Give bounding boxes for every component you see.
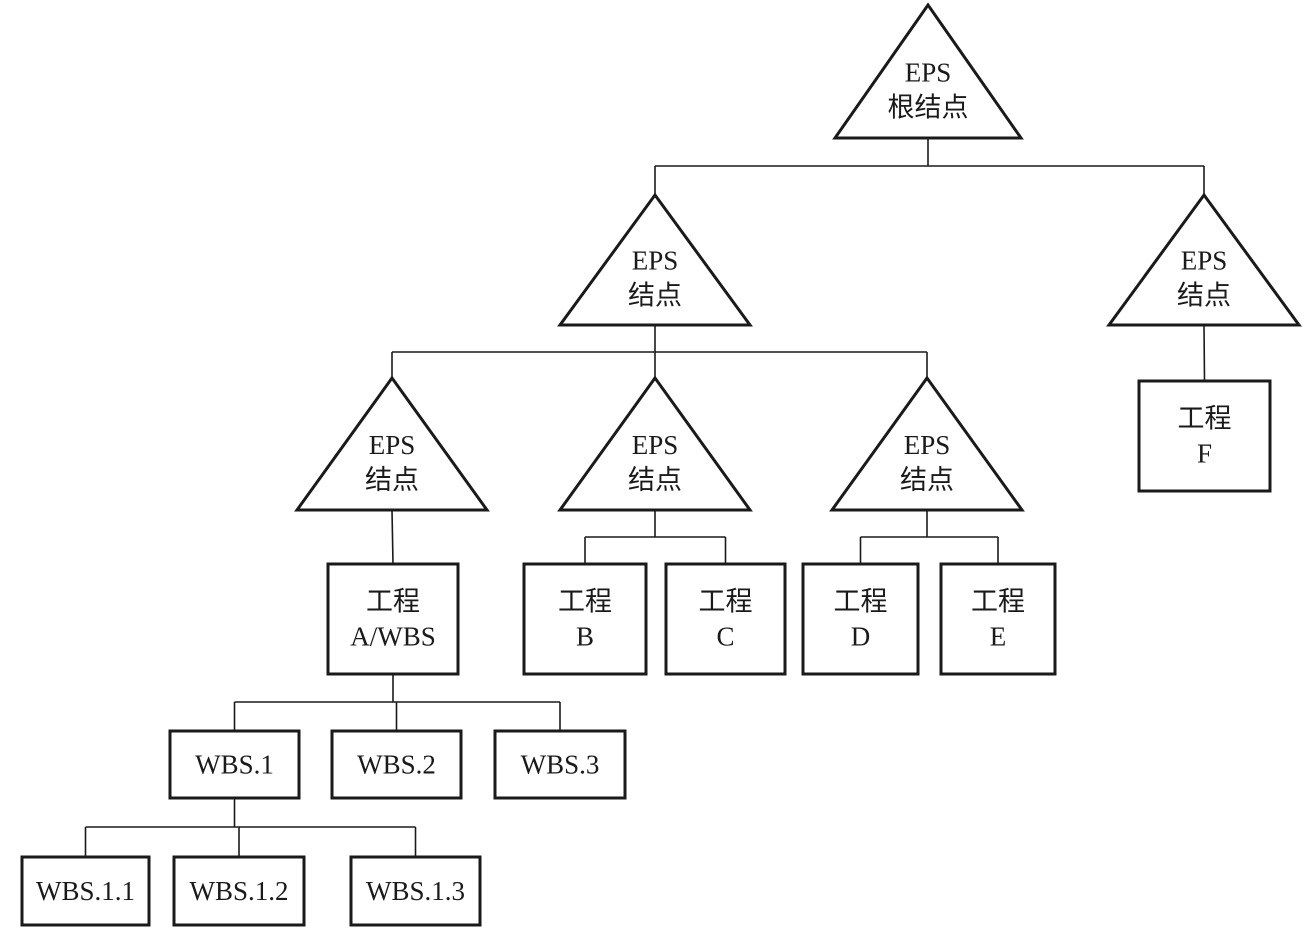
node-wbs3: WBS.3 bbox=[493, 729, 627, 800]
connector-line bbox=[1203, 324, 1206, 382]
node-label-line: WBS.3 bbox=[521, 750, 600, 780]
node-eps1: EPS 结点 bbox=[557, 192, 753, 327]
node-label-line: EPS bbox=[905, 58, 952, 88]
project-node-box bbox=[326, 562, 460, 676]
node-label-line: 结点 bbox=[628, 281, 682, 311]
node-label-line: D bbox=[851, 622, 871, 652]
node-label-line: WBS.1 bbox=[195, 750, 274, 780]
node-eps2: EPS 结点 bbox=[1106, 192, 1302, 327]
node-label-line: EPS bbox=[369, 430, 416, 460]
node-label-line: 结点 bbox=[365, 465, 419, 495]
node-projA: 工程 A/WBS bbox=[326, 562, 460, 676]
node-label-line: WBS.1.3 bbox=[366, 876, 465, 906]
node-label-line: 工程 bbox=[558, 587, 612, 617]
eps-node-triangle bbox=[829, 375, 1025, 512]
node-label-line: 工程 bbox=[834, 587, 888, 617]
project-node-box bbox=[664, 562, 787, 676]
eps-node-triangle bbox=[1106, 192, 1302, 327]
node-label-line: EPS bbox=[632, 430, 679, 460]
node-projC: 工程 C bbox=[664, 562, 787, 676]
node-label-line: F bbox=[1197, 439, 1212, 469]
node-label-line: 工程 bbox=[366, 587, 420, 617]
connector-line bbox=[391, 509, 394, 565]
node-label-line: C bbox=[716, 622, 734, 652]
node-label-line: WBS.2 bbox=[357, 750, 436, 780]
node-projE: 工程 E bbox=[939, 562, 1057, 676]
node-label-line: EPS bbox=[1181, 246, 1228, 276]
node-wbs12: WBS.1.2 bbox=[172, 855, 306, 927]
wbs-node-box bbox=[330, 729, 463, 800]
node-eps13: EPS 结点 bbox=[829, 375, 1025, 512]
wbs-node-box bbox=[168, 729, 301, 800]
project-node-box bbox=[522, 562, 648, 676]
node-label-line: 根结点 bbox=[888, 93, 969, 123]
node-label-line: 结点 bbox=[900, 465, 954, 495]
node-projD: 工程 D bbox=[801, 562, 920, 676]
connectors bbox=[84, 138, 1206, 857]
nodes: EPS根结点EPS结点EPS结点EPS结点EPS结点EPS结点工程F工程A/WB… bbox=[20, 2, 1302, 927]
wbs-node-box bbox=[172, 855, 306, 927]
node-label-line: E bbox=[990, 622, 1007, 652]
node-wbs1: WBS.1 bbox=[168, 729, 301, 800]
project-node-box bbox=[1137, 379, 1272, 493]
node-wbs13: WBS.1.3 bbox=[349, 855, 482, 927]
node-label-line: EPS bbox=[632, 246, 679, 276]
node-label-line: 结点 bbox=[1177, 281, 1231, 311]
node-label-line: EPS bbox=[904, 430, 951, 460]
node-eps11: EPS 结点 bbox=[294, 375, 490, 512]
node-label-line: A/WBS bbox=[350, 622, 436, 652]
node-label-line: B bbox=[576, 622, 594, 652]
node-label-line: 工程 bbox=[699, 587, 753, 617]
project-node-box bbox=[801, 562, 920, 676]
node-projF: 工程 F bbox=[1137, 379, 1272, 493]
node-label-line: WBS.1.2 bbox=[189, 876, 288, 906]
node-wbs2: WBS.2 bbox=[330, 729, 463, 800]
node-label-line: WBS.1.1 bbox=[36, 876, 135, 906]
eps-node-triangle bbox=[294, 375, 490, 512]
wbs-node-box bbox=[20, 855, 151, 927]
wbs-node-box bbox=[349, 855, 482, 927]
node-label-line: 工程 bbox=[1178, 404, 1232, 434]
node-projB: 工程 B bbox=[522, 562, 648, 676]
node-root: EPS 根结点 bbox=[832, 2, 1024, 140]
eps-node-triangle bbox=[557, 375, 753, 512]
project-node-box bbox=[939, 562, 1057, 676]
node-wbs11: WBS.1.1 bbox=[20, 855, 151, 927]
node-eps12: EPS 结点 bbox=[557, 375, 753, 512]
node-label-line: 结点 bbox=[628, 465, 682, 495]
eps-node-triangle bbox=[832, 2, 1024, 140]
wbs-node-box bbox=[493, 729, 627, 800]
node-label-line: 工程 bbox=[971, 587, 1025, 617]
eps-node-triangle bbox=[557, 192, 753, 327]
